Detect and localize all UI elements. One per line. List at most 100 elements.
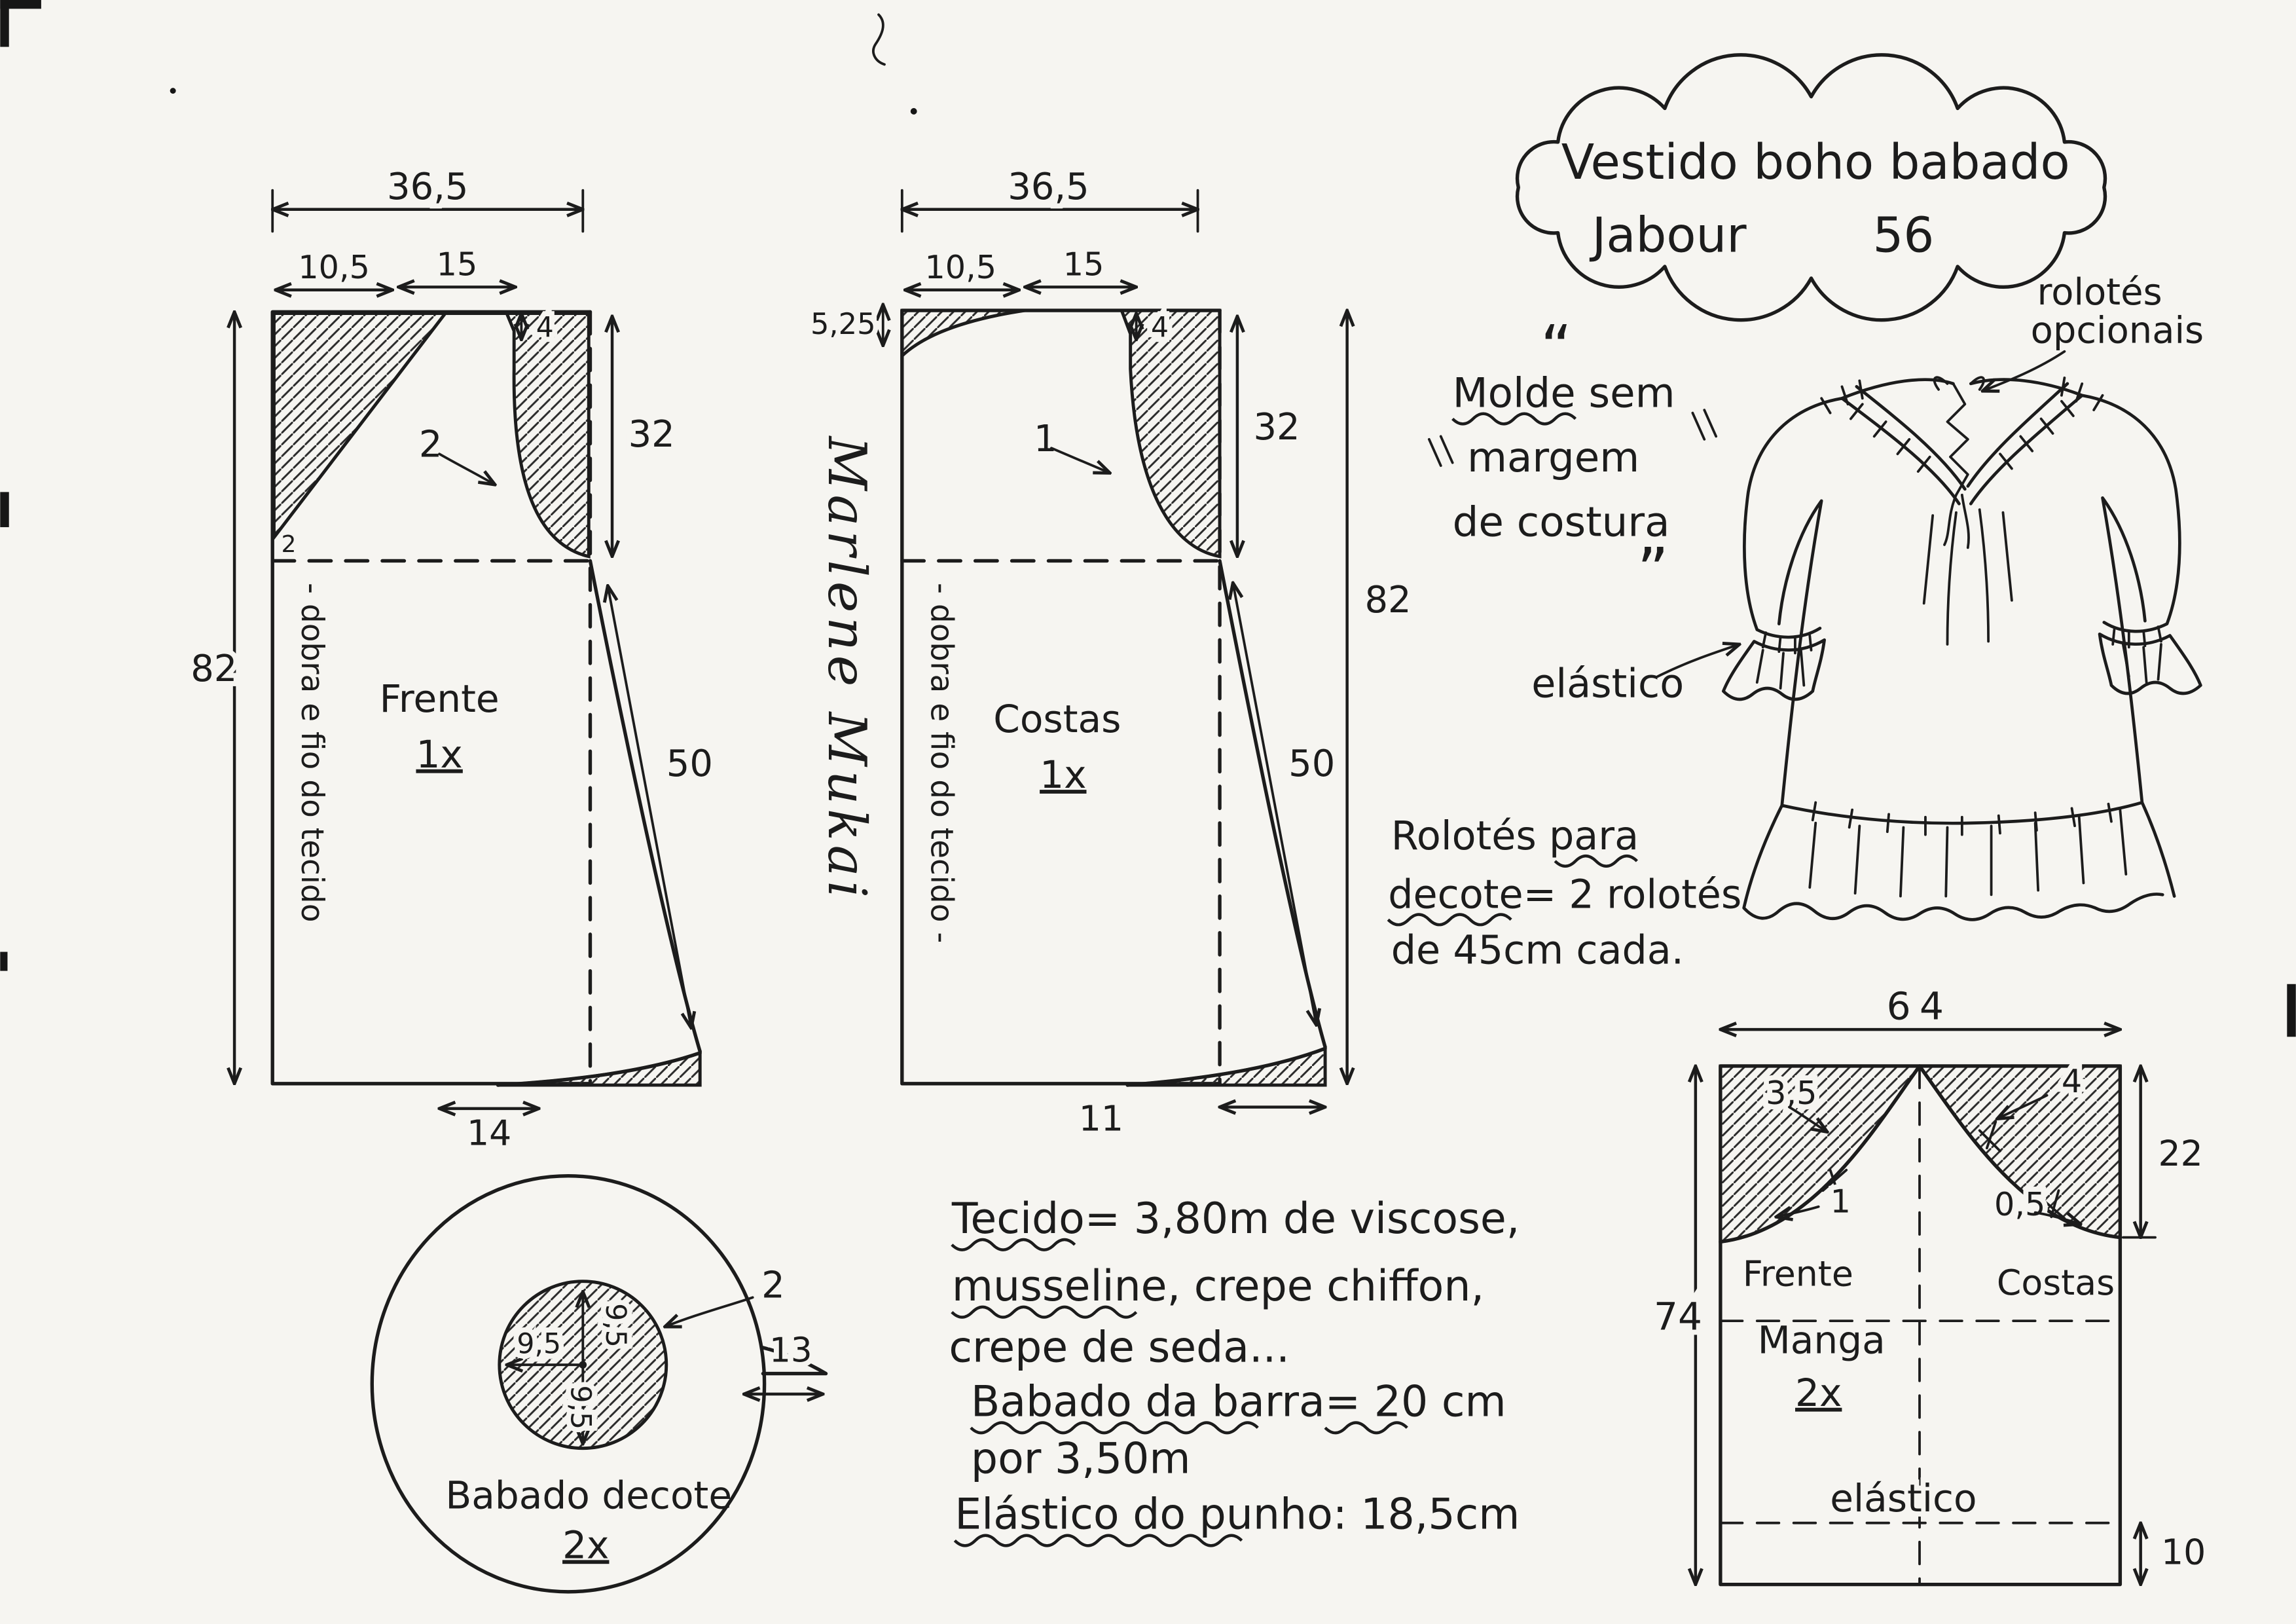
front-curve-mark-label: 2 — [419, 424, 443, 466]
front-flare-dimension — [608, 585, 691, 1027]
sleeve-m1-arrow — [1776, 1205, 1820, 1217]
back-width-label: 36,5 — [1008, 166, 1089, 208]
sleeve-elastic-label: elástico — [1830, 1476, 1977, 1521]
front-hem-curve — [496, 1051, 702, 1087]
fabric-line4: Babado da barra= 20 cm — [971, 1377, 1506, 1426]
back-flare-label: 50 — [1288, 743, 1335, 785]
front-piece: 36,5 10,5 15 2 4 2 32 82 - dobra e fio d… — [185, 160, 718, 1154]
fabric-line2: musseline, crepe chiffon, — [952, 1262, 1484, 1311]
front-neck-label: 15 — [437, 245, 478, 283]
neck-ruffle-piece: 9,5 9,5 9,5 13 2 Babado decote 2x — [370, 1174, 828, 1594]
sleeve-m35-arrow — [1788, 1105, 1827, 1132]
ruffle-radius-bottom-label: 9,5 — [564, 1385, 596, 1430]
front-flare-line — [588, 559, 702, 1054]
back-neck-label: 15 — [1063, 245, 1104, 283]
sleeve-back-label: Costas — [1997, 1262, 2115, 1303]
sleeve-m4-label: 4 — [2062, 1062, 2082, 1100]
sleeve-piece: 64 74 3,5 4 1 0,5 22 Frente Costas Manga… — [1649, 979, 2211, 1587]
back-flare-dimension — [1233, 583, 1316, 1025]
sleeve-height-label: 74 — [1654, 1295, 1702, 1339]
front-piece-name: Frente — [380, 676, 500, 721]
back-hem-curve — [1125, 1046, 1327, 1087]
title-cloud: Vestido boho babado Jabour 56 — [1515, 53, 2107, 322]
sleeve-m05-arrow — [2033, 1211, 2081, 1225]
scan-artifacts — [0, 0, 2296, 1037]
back-piece-name: Costas — [993, 697, 1121, 741]
front-length-label: 82 — [191, 648, 237, 690]
front-grainline-text: - dobra e fio do tecido — [294, 583, 330, 922]
sleeve-hem-casing-label: 10 — [2161, 1531, 2206, 1572]
front-hem-ext-label: 14 — [467, 1113, 511, 1154]
dress-details — [1755, 376, 2162, 898]
back-width-ticks — [900, 189, 1199, 233]
ruffle-piece-name: Babado decote — [445, 1473, 732, 1517]
elastic-annotation-arrow — [1656, 644, 1740, 678]
rolotes-note-line2: decote= 2 rolotés — [1388, 872, 1741, 917]
note-open-quote: “ — [1540, 313, 1573, 384]
designer-signature: Marlene Mukai — [816, 435, 878, 902]
note-close-quote: ” — [1637, 535, 1669, 606]
back-shoulder-label: 10,5 — [924, 248, 996, 286]
front-armhole-hatch — [445, 312, 591, 559]
back-outline — [900, 308, 1222, 1086]
back-neckline-hatch — [900, 308, 1026, 360]
note-line3: de costura — [1453, 498, 1670, 545]
front-side-mark: 2 — [282, 531, 297, 558]
front-hem-hatch — [498, 1050, 702, 1087]
back-piece-qty: 1x — [1040, 752, 1086, 797]
back-hem-ext-label: 11 — [1079, 1098, 1123, 1139]
note-emphasis-marks — [1427, 409, 1718, 468]
fabric-line5: por 3,50m — [971, 1435, 1191, 1484]
rolotes-note-line1: Rolotés para — [1391, 813, 1639, 859]
ruffle-piece-qty: 2x — [562, 1522, 609, 1567]
back-curve-mark-arrow — [1050, 447, 1110, 473]
sleeve-cap-height-label: 22 — [2159, 1133, 2203, 1174]
rolotes-note-line3: de 45cm cada. — [1391, 927, 1684, 973]
front-width-ticks — [271, 189, 585, 233]
front-notch-label: 4 — [536, 312, 554, 344]
back-notch-label: 4 — [1151, 312, 1169, 344]
sleeve-m1-label: 1 — [1831, 1183, 1851, 1221]
fabric-line1: Tecido= 3,80m de viscose, — [951, 1194, 1520, 1244]
sleeve-cap-curves — [1719, 1064, 2123, 1244]
back-armhole-depth-label: 32 — [1254, 406, 1300, 449]
ruffle-curve-mark-arrow — [665, 1296, 754, 1327]
fabric-line6: Elástico do punho: 18,5cm — [955, 1490, 1520, 1540]
note-line2: margem — [1467, 434, 1639, 481]
title-line1: Vestido boho babado — [1561, 135, 2070, 191]
elastic-annotation: elástico — [1531, 661, 1684, 707]
back-length-label: 82 — [1364, 579, 1411, 621]
back-curve-mark-label: 1 — [1034, 418, 1057, 460]
back-armhole-hatch — [1025, 308, 1222, 559]
note-line1: Molde sem — [1453, 369, 1675, 417]
sleeve-cap-notch-marks — [1821, 1120, 2066, 1220]
back-neck-drop-label: 5,25 — [811, 306, 876, 341]
fabric-notes: Tecido= 3,80m de viscose, musseline, cre… — [949, 1194, 1520, 1545]
rolotes-annotation-line1: rolotés — [2037, 271, 2162, 314]
sleeve-m05-label: 0,5 — [1994, 1185, 2045, 1223]
ruffle-opening-label: 13 — [769, 1331, 812, 1371]
rolotes-annotation-line2: opcionais — [2031, 309, 2204, 352]
dress-outline — [1721, 378, 2202, 921]
fabric-line3: crepe de seda... — [949, 1323, 1290, 1373]
front-outline — [270, 310, 592, 1086]
sleeve-m35-label: 3,5 — [1766, 1074, 1817, 1112]
rolotes-annotation-arrow — [1982, 350, 2066, 391]
cloud-outline — [1515, 53, 2107, 322]
title-word-size: 56 — [1872, 208, 1934, 264]
dress-sketch: rolotés opcionais elástico — [1531, 271, 2204, 921]
front-curve-mark-arrow — [438, 452, 495, 485]
sleeve-front-label: Frente — [1743, 1253, 1853, 1294]
ruffle-outer-circle — [370, 1174, 767, 1594]
back-hem-hatch — [1127, 1046, 1327, 1087]
sleeve-cap-hatch-left — [1719, 1064, 1923, 1244]
front-shoulder-label: 10,5 — [298, 248, 370, 286]
front-flare-label: 50 — [666, 743, 713, 785]
front-width-label: 36,5 — [387, 166, 468, 208]
back-flare-line — [1218, 559, 1327, 1049]
sleeve-width-label: 64 — [1887, 984, 1953, 1028]
title-word-jabour: Jabour — [1590, 208, 1747, 264]
front-piece-qty: 1x — [416, 732, 462, 777]
